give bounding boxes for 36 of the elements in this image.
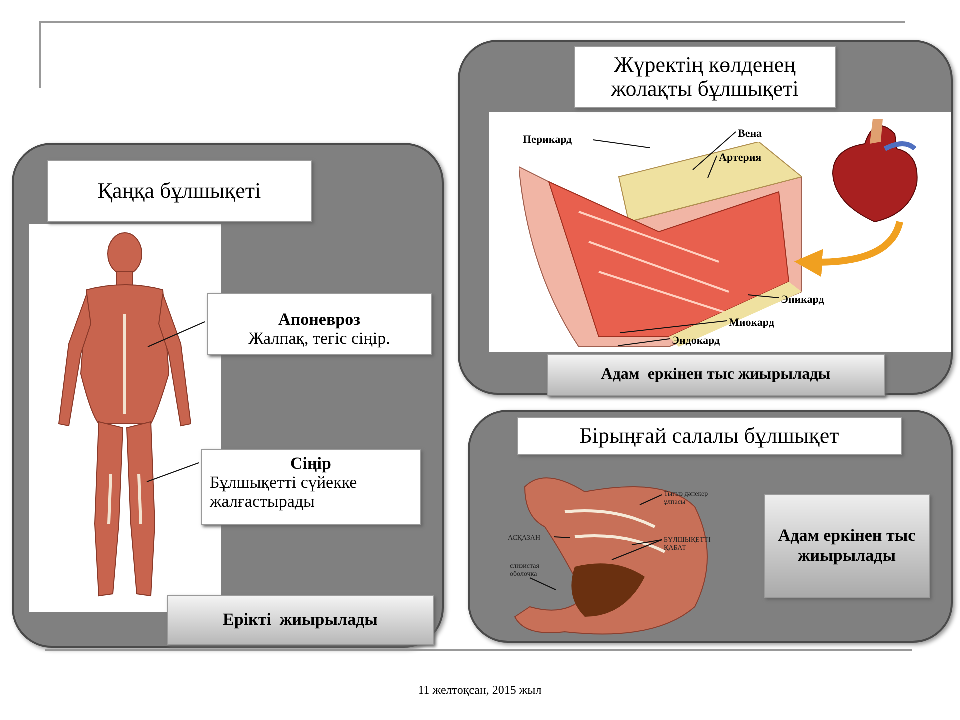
- summary-box: Адам еркінен тыс жиырылады: [547, 354, 885, 396]
- leader-line: [554, 536, 570, 538]
- leader-line: [530, 578, 556, 590]
- section-title: Жүректің көлденең жолақты бұлшықеті: [574, 46, 836, 108]
- date-footer: 11 желтоқсан, 2015 жыл: [418, 683, 542, 697]
- summary-box: Ерікті жиырылады: [167, 595, 434, 645]
- illustration-panel: [489, 112, 951, 352]
- leader-line: [612, 540, 662, 560]
- part-label: Перикард: [523, 133, 595, 147]
- leader-line: [146, 462, 200, 482]
- rounded-panel: [468, 410, 953, 643]
- part-label: Миокард: [729, 316, 799, 330]
- rounded-panel: [12, 143, 444, 648]
- leader-line: [692, 132, 736, 170]
- term-heading: Сіңір: [290, 454, 332, 473]
- callout-box: [207, 293, 432, 355]
- arrow: [794, 220, 904, 277]
- callout-box: [201, 449, 421, 525]
- leader-line: [148, 322, 206, 348]
- term-definition: Жалпақ, тегіс сіңір.: [248, 329, 392, 348]
- leader-line: [748, 294, 780, 298]
- section-title: Бірыңғай салалы бұлшықет: [517, 417, 902, 455]
- term-heading: Апоневроз: [278, 310, 362, 329]
- leader-line: [632, 540, 662, 546]
- term-definition: Бұлшықетті сүйекке жалғастырады: [210, 473, 358, 511]
- part-label: Вена: [738, 127, 783, 141]
- section-title: Қаңқа бұлшықеті: [47, 160, 312, 222]
- leader-line: [592, 140, 650, 148]
- part-label: Эпикард: [781, 293, 851, 307]
- leader-line: [708, 156, 718, 178]
- summary-box: Адам еркінен тыс жиырылады: [764, 494, 930, 598]
- leader-line: [640, 494, 662, 506]
- part-label: Эндокард: [672, 334, 744, 348]
- leader-line: [618, 338, 670, 346]
- part-label: Артерия: [719, 151, 795, 165]
- rounded-panel: [458, 40, 953, 395]
